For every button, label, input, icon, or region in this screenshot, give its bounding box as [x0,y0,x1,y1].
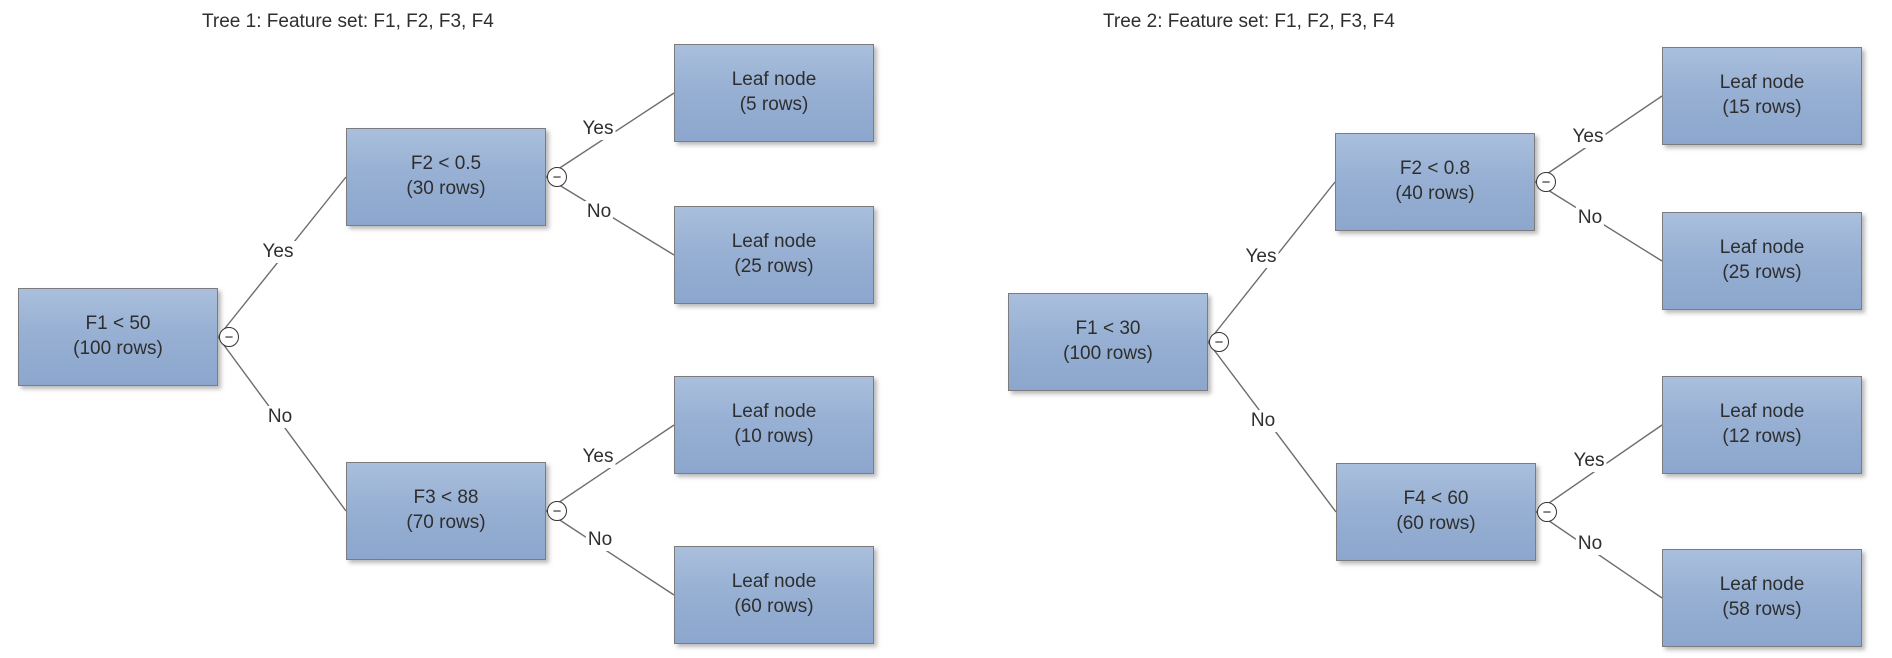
tree1-root-collapse-button[interactable]: − [219,327,239,347]
tree1-edge-label-yes: Yes [580,446,616,468]
minus-icon: − [1542,503,1552,521]
node-rows: (60 rows) [734,596,814,617]
tree1-edge-label-no: No [585,529,615,551]
minus-icon: − [224,328,234,346]
tree1-no-branch-node[interactable]: F3 < 88 (70 rows) [346,462,546,560]
tree2-edge-label-no: No [1575,207,1605,229]
node-rows: (10 rows) [734,426,814,447]
minus-icon: − [552,168,562,186]
minus-icon: − [552,502,562,520]
tree2-leaf-3-node[interactable]: Leaf node (12 rows) [1662,376,1862,474]
tree1-leaf-1-node[interactable]: Leaf node (5 rows) [674,44,874,142]
tree2-yes-branch-node[interactable]: F2 < 0.8 (40 rows) [1335,133,1535,231]
node-label: Leaf node [731,69,817,91]
node-label: Leaf node [1719,72,1805,94]
tree2-edge-label-no: No [1575,533,1605,555]
tree2-edge-label-yes: Yes [1570,126,1606,148]
tree2-leaf-1-node[interactable]: Leaf node (15 rows) [1662,47,1862,145]
tree1-yes-branch-collapse-button[interactable]: − [547,167,567,187]
tree2-yes-branch-collapse-button[interactable]: − [1536,172,1556,192]
node-rows: (25 rows) [1722,262,1802,283]
tree-1-title: Tree 1: Feature set: F1, F2, F3, F4 [202,11,494,32]
node-rows: (12 rows) [1722,426,1802,447]
tree2-edge-label-yes: Yes [1243,246,1279,268]
node-label: Leaf node [731,571,817,593]
node-rows: (100 rows) [73,338,163,359]
node-condition: F2 < 0.5 [410,153,482,175]
tree1-edge-label-yes: Yes [260,241,296,263]
node-label: Leaf node [1719,237,1805,259]
tree2-no-branch-node[interactable]: F4 < 60 (60 rows) [1336,463,1536,561]
minus-icon: − [1214,333,1224,351]
tree1-edge-no-branch-to-leaf-4 [545,510,675,596]
node-rows: (70 rows) [406,512,486,533]
node-condition: F2 < 0.8 [1399,158,1471,180]
tree2-edge-no-branch-to-leaf-4 [1535,511,1663,599]
node-label: Leaf node [1719,574,1805,596]
tree1-no-branch-collapse-button[interactable]: − [547,501,567,521]
tree1-edge-label-no: No [265,406,295,428]
node-rows: (60 rows) [1396,513,1476,534]
tree1-root-node[interactable]: F1 < 50 (100 rows) [18,288,218,386]
node-condition: F3 < 88 [413,487,479,509]
node-rows: (30 rows) [406,178,486,199]
tree1-leaf-4-node[interactable]: Leaf node (60 rows) [674,546,874,644]
node-condition: F1 < 50 [85,313,151,335]
tree2-root-collapse-button[interactable]: − [1209,332,1229,352]
node-rows: (40 rows) [1395,183,1475,204]
tree1-edge-label-no: No [584,201,614,223]
tree1-edge-no-branch-to-leaf-3 [545,424,675,512]
node-rows: (15 rows) [1722,97,1802,118]
tree1-edge-label-yes: Yes [580,118,616,140]
node-rows: (25 rows) [734,256,814,277]
tree2-leaf-4-node[interactable]: Leaf node (58 rows) [1662,549,1862,647]
node-label: Leaf node [731,401,817,423]
node-rows: (5 rows) [739,94,809,115]
tree1-yes-branch-node[interactable]: F2 < 0.5 (30 rows) [346,128,546,226]
tree1-leaf-2-node[interactable]: Leaf node (25 rows) [674,206,874,304]
minus-icon: − [1541,173,1551,191]
node-rows: (100 rows) [1063,343,1153,364]
tree1-leaf-3-node[interactable]: Leaf node (10 rows) [674,376,874,474]
node-rows: (58 rows) [1722,599,1802,620]
node-label: Leaf node [1719,401,1805,423]
tree2-no-branch-collapse-button[interactable]: − [1537,502,1557,522]
tree2-root-node[interactable]: F1 < 30 (100 rows) [1008,293,1208,391]
tree2-edge-label-no: No [1248,410,1278,432]
tree2-edge-label-yes: Yes [1571,450,1607,472]
node-condition: F1 < 30 [1075,318,1141,340]
tree-2-title: Tree 2: Feature set: F1, F2, F3, F4 [1103,11,1395,32]
tree2-leaf-2-node[interactable]: Leaf node (25 rows) [1662,212,1862,310]
node-condition: F4 < 60 [1403,488,1469,510]
node-label: Leaf node [731,231,817,253]
